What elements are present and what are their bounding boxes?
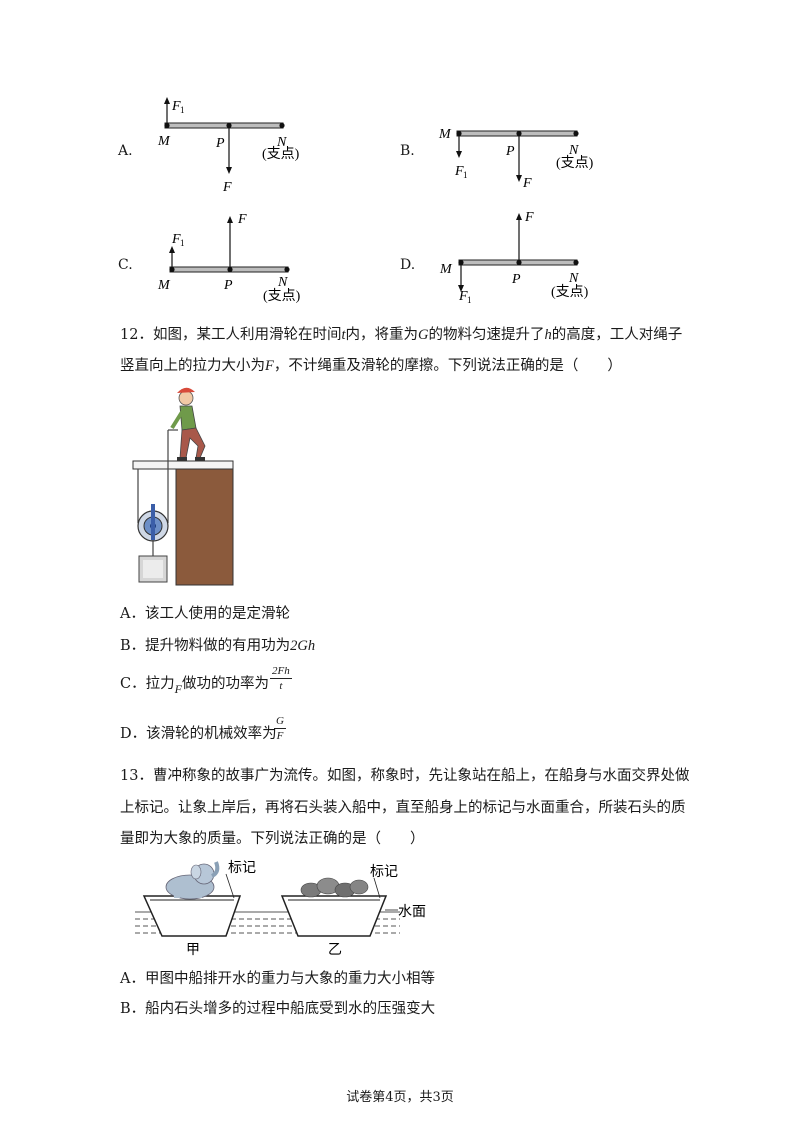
q12-option-b: B．提升物料做的有用功为2Gh bbox=[120, 638, 316, 654]
label-p: P bbox=[215, 136, 225, 151]
page-footer: 试卷第4页，共3页 bbox=[346, 1090, 454, 1105]
label-fulcrum: (支点) bbox=[556, 155, 594, 171]
label-n: N bbox=[277, 275, 288, 290]
label-n: N bbox=[276, 135, 287, 150]
option-a-letter: A. bbox=[118, 143, 133, 159]
mark-label-right: 标记 bbox=[370, 864, 398, 880]
q12-option-a: A．该工人使用的是定滑轮 bbox=[120, 606, 290, 622]
mark-label-left: 标记 bbox=[228, 860, 256, 876]
q13-option-a: A．甲图中船排开水的重力与大象的重力大小相等 bbox=[120, 971, 435, 987]
label-f1-sub: 1 bbox=[463, 170, 468, 180]
label-f1: F bbox=[454, 164, 464, 179]
option-c-letter: C. bbox=[118, 257, 133, 273]
water-surface-label: 水面 bbox=[398, 904, 426, 920]
q12-option-d: D．该滑轮的机械效率为 bbox=[120, 726, 277, 742]
figure-label-jia: 甲 bbox=[186, 942, 200, 958]
label-m: M bbox=[438, 127, 452, 142]
option-b-letter: B. bbox=[400, 143, 415, 159]
label-m: M bbox=[157, 134, 171, 149]
q13-stem-line1: 13．曹冲称象的故事广为流传。如图，称象时，先让象站在船上，在船身与水面交界处做 bbox=[120, 768, 690, 784]
label-f1-sub: 1 bbox=[467, 295, 472, 305]
label-f: F bbox=[222, 180, 232, 195]
q13-option-b: B．船内石头增多的过程中船底受到水的压强变大 bbox=[120, 1001, 436, 1017]
cao-chong-illustration: 标记 标记 水面 甲 乙 bbox=[135, 860, 426, 958]
label-m: M bbox=[157, 278, 171, 293]
label-p: P bbox=[505, 144, 515, 159]
label-f1-sub: 1 bbox=[180, 105, 185, 115]
q13-stem-line3: 量即为大象的质量。下列说法正确的是（ ） bbox=[120, 831, 425, 847]
lever-diagram-b: M P N (支点) F 1 F bbox=[438, 127, 594, 191]
label-f: F bbox=[524, 210, 534, 225]
lever-diagram-c: F 1 F M P N (支点) bbox=[157, 212, 301, 304]
label-p: P bbox=[511, 272, 521, 287]
label-f1: F bbox=[171, 99, 181, 114]
label-f1: F bbox=[458, 289, 468, 304]
q12-stem-line1: 12．如图，某工人利用滑轮在时间t内，将重为G的物料匀速提升了h的高度，工人对绳… bbox=[120, 327, 683, 343]
label-m: M bbox=[439, 262, 453, 277]
label-n: N bbox=[568, 143, 579, 158]
lever-diagram-d: F M P N (支点) F 1 bbox=[439, 210, 589, 305]
label-f: F bbox=[237, 212, 247, 227]
label-fulcrum: (支点) bbox=[551, 284, 589, 300]
q12-option-c: C．拉力F做功的功率为 bbox=[120, 676, 269, 696]
label-p: P bbox=[223, 278, 233, 293]
pulley-illustration bbox=[132, 387, 234, 586]
label-fulcrum: (支点) bbox=[262, 146, 300, 162]
label-n: N bbox=[568, 271, 579, 286]
label-f1: F bbox=[171, 232, 181, 247]
figure-label-yi: 乙 bbox=[328, 942, 342, 958]
option-d-letter: D. bbox=[400, 257, 416, 273]
q13-stem-line2: 上标记。让象上岸后，再将石头装入船中，直至船身上的标记与水面重合，所装石头的质 bbox=[120, 800, 686, 816]
lever-diagram-a: F 1 M P N (支点) F bbox=[157, 97, 300, 195]
label-f: F bbox=[522, 176, 532, 191]
q12-stem-line2: 竖直向上的拉力大小为F，不计绳重及滑轮的摩擦。下列说法正确的是（ ） bbox=[120, 358, 622, 374]
label-f1-sub: 1 bbox=[180, 238, 185, 248]
label-fulcrum: (支点) bbox=[263, 288, 301, 304]
